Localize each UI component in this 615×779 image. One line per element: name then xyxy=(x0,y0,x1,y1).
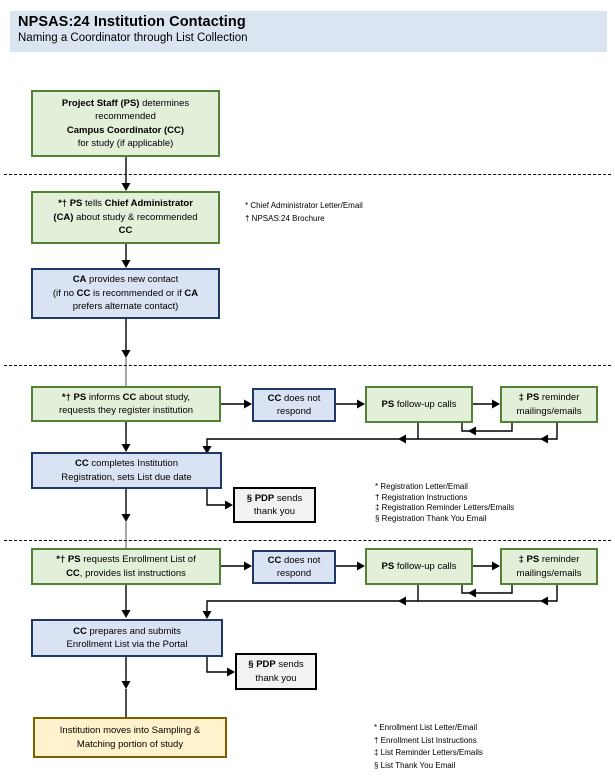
text-line: Enrollment List via the Portal xyxy=(66,639,188,650)
text-line: CC prepares and submits xyxy=(73,625,181,637)
box-pdp-sends-thank-you-2: § PDP sends thank you xyxy=(235,653,317,690)
legend-line: ‡ Registration Reminder Letters/Emails xyxy=(375,503,515,512)
text-line: mailings/emails xyxy=(516,405,582,417)
text-line: § PDP sends xyxy=(248,659,304,670)
box-cc-does-not-respond-2: CC does not respond xyxy=(252,550,336,584)
legend-line: * Registration Letter/Email xyxy=(375,482,468,491)
box-ps-follow-up-calls-2: PS follow-up calls xyxy=(365,548,473,585)
legend-line: † Enrollment List Instructions xyxy=(374,735,477,745)
box-ps-requests-enrollment-list: *† PS requests Enrollment List of CC, pro… xyxy=(31,548,221,585)
legend-line: § Registration Thank You Email xyxy=(375,513,487,523)
box-ps-determines-cc: Project Staff (PS) determines recommended… xyxy=(31,90,220,157)
text-line: *† PS requests Enrollment List of xyxy=(56,554,196,565)
legend-line: † Registration Instructions xyxy=(375,492,468,502)
text-line: CC xyxy=(118,225,133,237)
legend-enrollment-list-materials: * Enrollment List Letter/Email † Enrollme… xyxy=(374,722,483,772)
text-line: Registration, sets List due date xyxy=(61,471,192,483)
text-line: § PDP sends xyxy=(246,492,303,504)
page-title: NPSAS:24 Institution Contacting xyxy=(18,14,246,30)
text-line: Campus Coordinator (CC) xyxy=(66,124,185,136)
text-line: ‡ PS reminder xyxy=(518,554,580,565)
box-ps-follow-up-calls-1: PS follow-up calls xyxy=(365,386,473,423)
text-line: PS follow-up calls xyxy=(381,398,457,410)
box-cc-does-not-respond-1: CC does not respond xyxy=(252,388,336,422)
box-pdp-sends-thank-you-1: § PDP sends thank you xyxy=(233,487,316,523)
text-line: mailings/emails xyxy=(516,567,582,579)
header-banner: NPSAS:24 Institution Contacting Naming a… xyxy=(10,11,607,52)
box-ps-informs-cc: *† PS informs CC about study, requests th… xyxy=(31,386,221,422)
box-ps-reminder-mailings-2: ‡ PS reminder mailings/emails xyxy=(500,548,598,585)
box-ca-provides-new-contact: CA provides new contact(if no CC is reco… xyxy=(31,268,220,319)
text-line: respond xyxy=(276,406,312,417)
legend-line: † NPSAS:24 Brochure xyxy=(245,214,325,223)
text-line: Institution moves into Sampling & xyxy=(59,725,201,736)
text-line: CC does not xyxy=(267,554,321,566)
text-line: *† PS tells Chief Administrator xyxy=(58,198,193,210)
text-line: (CA) about study & recommended xyxy=(53,211,198,223)
text-line: Project Staff (PS) determines xyxy=(61,97,190,109)
box-institution-moves-to-sampling: Institution moves into Sampling & Matchin… xyxy=(33,717,227,758)
text-line: CC completes Institution xyxy=(75,458,178,469)
text-line: (if no CC is recommended or if CA xyxy=(52,287,199,299)
page-subtitle: Naming a Coordinator through List Collec… xyxy=(18,32,248,44)
text-line: Matching portion of study xyxy=(76,738,184,750)
text-line: prefers alternate contact) xyxy=(72,301,179,313)
text-line: requests they register institution xyxy=(58,405,194,416)
box-ps-tells-chief-administrator: *† PS tells Chief Administrator(CA) abou… xyxy=(31,191,220,244)
text-line: PS follow-up calls xyxy=(381,560,457,572)
text-line: thank you xyxy=(255,672,297,684)
legend-line: * Chief Administrator Letter/Email xyxy=(245,201,363,210)
legend-line: * Enrollment List Letter/Email xyxy=(374,723,478,732)
box-ps-reminder-mailings-1: ‡ PS reminder mailings/emails xyxy=(500,386,598,423)
text-line: CC does not xyxy=(267,392,321,404)
text-line: *† PS informs CC about study, xyxy=(61,391,191,403)
legend-line: ‡ List Reminder Letters/Emails xyxy=(374,748,483,757)
legend-registration-materials: * Registration Letter/Email† Registratio… xyxy=(375,482,514,524)
phase-divider-3 xyxy=(4,540,611,541)
phase-divider-2 xyxy=(4,365,611,366)
phase-divider-1 xyxy=(4,174,611,175)
text-line: ‡ PS reminder xyxy=(518,392,580,403)
text-line: thank you xyxy=(253,506,296,517)
legend-chief-admin-materials: * Chief Administrator Letter/Email † NPSA… xyxy=(245,199,363,225)
text-line: CC, provides list instructions xyxy=(66,567,186,579)
text-line: respond xyxy=(276,568,312,579)
text-line: for study (if applicable) xyxy=(77,138,174,149)
text-line: CA provides new contact xyxy=(72,274,179,286)
legend-line: § List Thank You Email xyxy=(374,760,456,770)
text-line: recommended xyxy=(95,111,156,122)
